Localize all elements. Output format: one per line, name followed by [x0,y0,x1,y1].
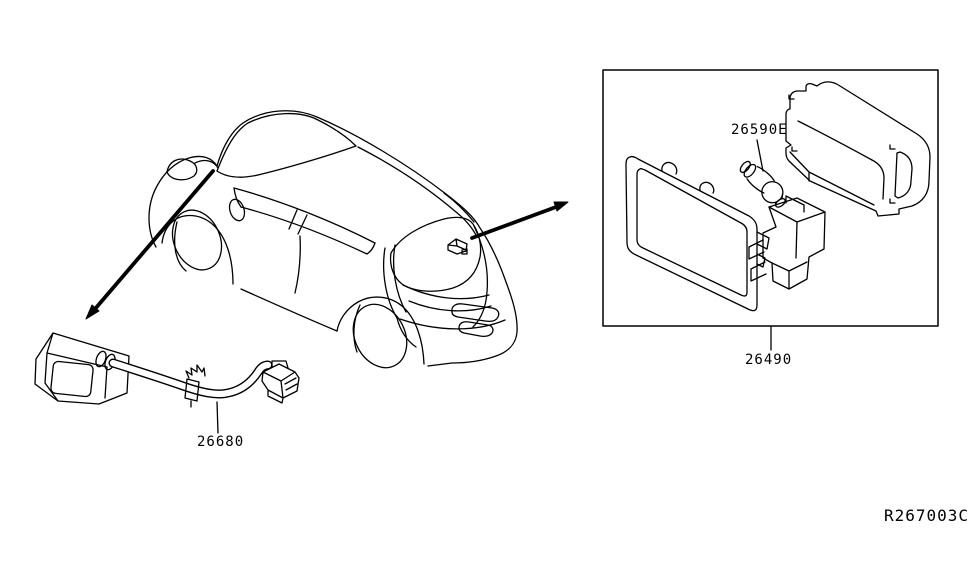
lamp-socket [748,195,826,290]
arrow-to-camera [85,169,215,320]
rear-wheel-arch [336,296,425,365]
side-mirror [228,198,246,222]
camera-harness-assembly [34,332,300,434]
front-wheel-arch [161,214,234,285]
front-wheel [171,209,223,271]
rear-wheel [352,303,408,369]
headlight [166,158,198,181]
bumper-top-crease [399,318,506,330]
arrow-to-lamp-box [470,201,569,240]
side-windows-rear-taper [366,242,376,255]
bumper-slot-1 [451,303,500,323]
tailgate-crease-1 [402,284,490,300]
b-pillar [288,209,308,235]
car-body-outline [148,110,518,367]
quarter-line [396,317,417,348]
bumper-slot-2 [458,321,494,338]
door-seam [294,235,301,294]
harness-cable-inner [109,359,272,398]
tailgate-crease-2 [408,300,492,312]
camera-head [34,332,130,405]
car-illustration [148,110,518,369]
lamp-bulb [739,160,786,208]
part-label-bulb: 26590E [731,122,788,138]
roof-far-edge [357,146,478,238]
rear-window [389,216,482,292]
rocker-line [240,288,338,332]
lens-tab-2 [699,181,715,194]
leader-26680 [216,401,219,434]
lamp-detail-box [602,69,939,351]
side-windows-front-edge [233,187,242,208]
lens-tab-1 [661,161,678,175]
tailgate-lamp-fitting [447,238,468,255]
part-label-camera-harness: 26680 [197,434,245,450]
camera-head-bevel [44,332,108,402]
side-windows-top [233,187,376,244]
windshield [216,112,357,178]
lamp-lens [625,155,770,312]
harness-clip-prongs [185,364,206,379]
rear-tire-edge [353,304,361,353]
harness-connector [261,360,300,404]
part-label-lamp-assembly: 26490 [745,352,793,368]
housing-notches [788,94,896,204]
c-pillar-band [382,244,407,319]
lamp-housing [785,81,931,217]
front-tire-edge [174,221,187,272]
spoiler-edge [443,192,475,223]
diagram-ref-code: R267003C [884,506,970,525]
side-windows-bottom [240,206,368,255]
hatch-inner-line [472,225,489,328]
harness-clip [184,378,200,408]
detail-box-frame [602,69,939,327]
cowl-line [194,159,219,169]
leader-26590E [756,139,764,172]
camera-lens-face [50,360,94,398]
